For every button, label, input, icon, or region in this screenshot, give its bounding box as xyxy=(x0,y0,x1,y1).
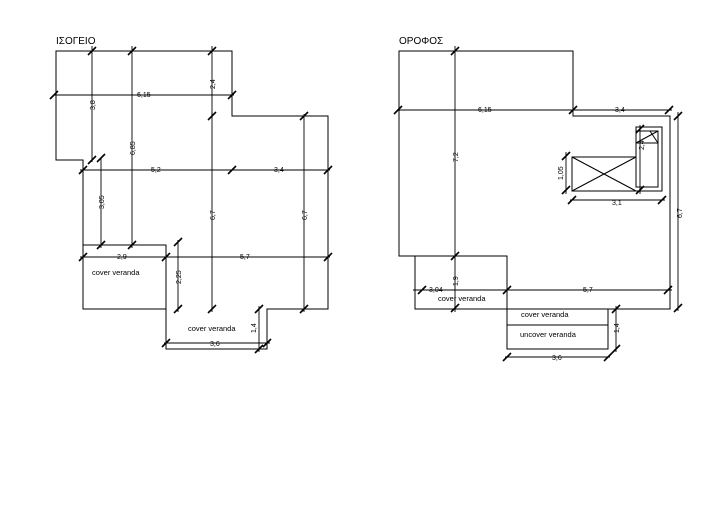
dim-ground-height-2-25: 2,25 xyxy=(176,270,183,284)
upper-floor-outline xyxy=(398,50,671,310)
upper-bottom-veranda-outline xyxy=(506,308,609,350)
upper-floor-title: ΟΡΟΦΟΣ xyxy=(399,36,443,47)
dim-ground-height-6-85: 6,85 xyxy=(130,141,137,155)
upper-cover-veranda-label: cover veranda xyxy=(521,310,569,319)
ground-cover-veranda-left-label: cover veranda xyxy=(92,268,140,277)
ground-floor-outline xyxy=(55,50,329,350)
cover-veranda-left-outline xyxy=(83,244,167,309)
dim-ground-height-2-4: 2,4 xyxy=(210,79,217,89)
dim-upper-height-7-2: 7,2 xyxy=(453,152,460,162)
dim-upper-width-3-6: 3,6 xyxy=(552,355,562,362)
dim-upper-width-3-4: 3,4 xyxy=(615,107,625,114)
dim-ground-height-6-7-right: 6,7 xyxy=(302,210,309,220)
dim-ground-width-3-4: 3,4 xyxy=(274,167,284,174)
stair-void-symbol xyxy=(571,126,663,192)
ground-floor-plan: ΙΣΟΓΕΙΟ xyxy=(49,36,333,354)
dim-ground-height-3-8: 3,8 xyxy=(90,100,97,110)
dim-upper-height-1-4: 1,4 xyxy=(614,323,621,333)
dim-ground-height-1-4: 1,4 xyxy=(251,323,258,333)
dim-ground-height-3-05: 3,05 xyxy=(99,195,106,209)
dim-upper-width-3-04: 3,04 xyxy=(429,287,443,294)
upper-floor-dimension-lines xyxy=(393,46,683,362)
dim-upper-height-1-9: 1,9 xyxy=(453,276,460,286)
dim-ground-width-5-7: 5,7 xyxy=(240,254,250,261)
ground-floor-title: ΙΣΟΓΕΙΟ xyxy=(56,36,96,47)
dim-ground-width-2-9: 2,9 xyxy=(117,254,127,261)
upper-floor-plan: ΟΡΟΦΟΣ xyxy=(393,36,684,362)
dim-ground-height-6-7-inner: 6,7 xyxy=(210,210,217,220)
dim-upper-height-6-7: 6,7 xyxy=(677,208,684,218)
dim-upper-height-1-05: 1,05 xyxy=(558,166,565,180)
upper-uncover-veranda-label: uncover veranda xyxy=(520,330,577,339)
ground-cover-veranda-bottom-label: cover veranda xyxy=(188,324,236,333)
dim-upper-height-2-4: 2,4 xyxy=(639,140,646,150)
upper-cover-veranda-left-label: cover veranda xyxy=(438,294,486,303)
dim-ground-width-5-2: 5,2 xyxy=(151,167,161,174)
dim-ground-width-3-6: 3,6 xyxy=(210,341,220,348)
dim-upper-width-5-7: 5,7 xyxy=(583,287,593,294)
dim-upper-width-3-1: 3,1 xyxy=(612,200,622,207)
upper-cover-veranda-left-outline xyxy=(414,256,507,310)
dim-ground-width-6-15: 6,15 xyxy=(137,92,151,99)
dim-upper-width-6-15: 6,15 xyxy=(478,107,492,114)
ground-floor-dimension-lines xyxy=(49,46,333,354)
